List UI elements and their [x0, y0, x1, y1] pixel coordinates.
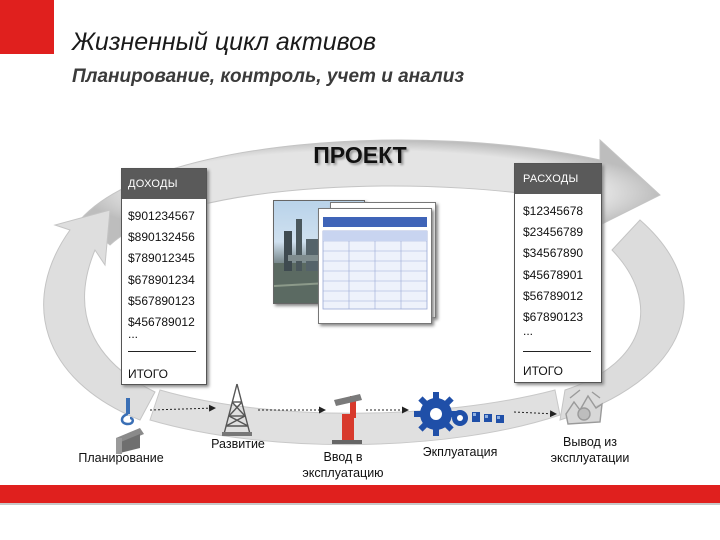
income-value: $901234567 — [128, 209, 195, 223]
income-panel: ДОХОДЫ $901234567 $890132456 $789012345 … — [121, 168, 207, 385]
expense-value: $67890123 — [523, 309, 584, 324]
brand-square — [0, 0, 54, 54]
stage-label-planning: Планирование — [78, 451, 164, 465]
income-value: $890132456 — [128, 230, 195, 245]
footer-gray-line — [0, 503, 720, 505]
expense-value: $45678901 — [523, 267, 584, 282]
stage-label-decommissioning: Вывод из эксплуатации — [550, 435, 630, 465]
income-divider — [128, 351, 196, 352]
project-title: ПРОЕКТ — [313, 142, 407, 168]
footer-red-band — [0, 485, 720, 503]
stage-label-operation: Экплуатация — [422, 445, 498, 459]
expense-value: $56789012 — [523, 288, 584, 303]
gears-icon — [414, 392, 504, 436]
income-value: $456789012 — [128, 314, 195, 329]
stage-label-commissioning: Ввод в эксплуатацию — [302, 450, 384, 480]
expenses-panel: РАСХОДЫ $12345678 $23456789 $34567890 $4… — [514, 163, 602, 383]
expenses-total: ИТОГО — [523, 364, 563, 378]
spreadsheet-icon — [322, 217, 428, 310]
slide-subtitle: Планирование, контроль, учет и анализ — [72, 66, 465, 87]
stage-label-development: Развитие — [211, 437, 265, 451]
stage-arrows — [149, 404, 557, 418]
income-value: $567890123 — [128, 293, 195, 308]
expense-value: $34567890 — [523, 246, 584, 261]
expenses-ellipsis: ... — [523, 324, 534, 338]
arrow-plan-to-dev — [149, 404, 216, 412]
slide-title: Жизненный цикл активов — [72, 28, 377, 56]
expense-value: $12345678 — [523, 204, 584, 218]
income-value: $789012345 — [128, 251, 195, 266]
pump-jack-icon — [332, 394, 362, 444]
crane-hook-icon — [116, 398, 144, 454]
scrap-icon — [565, 389, 603, 425]
income-values: $901234567 $890132456 $789012345 $678901… — [128, 206, 195, 333]
expense-value: $23456789 — [523, 225, 584, 240]
income-total: ИТОГО — [128, 367, 168, 381]
arrow-exp-to-out — [513, 410, 557, 418]
expenses-values: $12345678 $23456789 $34567890 $45678901 … — [523, 201, 583, 328]
income-ellipsis: ... — [128, 327, 139, 341]
tower-icon — [222, 383, 252, 436]
spreadsheet-document — [318, 208, 432, 324]
income-header: ДОХОДЫ — [122, 169, 206, 199]
expenses-header: РАСХОДЫ — [515, 164, 601, 194]
income-value: $678901234 — [128, 272, 195, 287]
expenses-divider — [523, 351, 591, 352]
ring-arc-left — [43, 209, 156, 421]
ring-arc-right — [559, 219, 685, 421]
